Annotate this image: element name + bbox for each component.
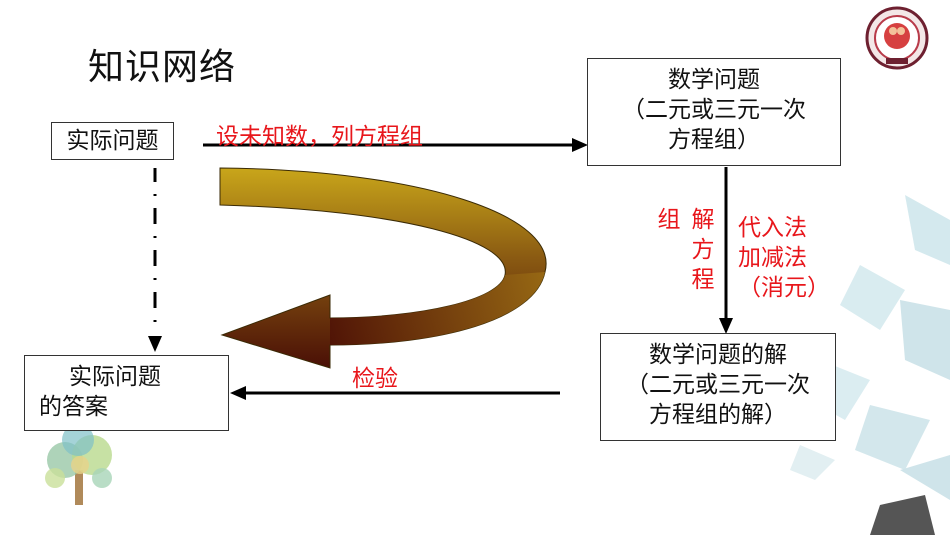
actual-answer-line2: 的答案 — [39, 394, 108, 420]
math-solution-line2: （二元或三元一次 — [626, 372, 810, 398]
solve-char: 方 — [691, 237, 715, 263]
solve-label-col2: 解 方 程 — [690, 205, 716, 295]
actual-answer-box: 实际问题 的答案 — [24, 355, 229, 431]
solve-label-col1: 组 — [656, 205, 682, 235]
page-title: 知识网络 — [88, 47, 237, 88]
set-unknowns-label: 设未知数，列方程组 — [216, 124, 423, 150]
math-problem-line2: （二元或三元一次 — [622, 97, 806, 123]
solve-char: 解 — [691, 207, 715, 233]
logo-badge — [865, 6, 929, 70]
tree-icon — [45, 424, 112, 505]
math-problem-line3: 方程组） — [668, 127, 760, 153]
verify-label: 检验 — [352, 366, 398, 392]
math-solution-line1: 数学问题的解 — [649, 342, 787, 368]
math-problem-box: 数学问题 （二元或三元一次 方程组） — [587, 58, 841, 166]
curved-return-arrow — [219, 167, 547, 369]
actual-answer-line1: 实际问题 — [69, 364, 161, 390]
dashed-link-arrowhead — [148, 336, 162, 352]
solve-char: 组 — [657, 207, 681, 233]
method-note: （消元） — [738, 275, 830, 301]
math-solution-box: 数学问题的解 （二元或三元一次 方程组的解） — [600, 333, 836, 441]
solve-char: 程 — [691, 267, 715, 293]
arrow-to-math-solution — [719, 167, 733, 334]
actual-problem-label: 实际问题 — [66, 128, 159, 154]
method-elimination: 加减法 — [738, 245, 807, 271]
actual-problem-box: 实际问题 — [51, 122, 174, 160]
arrow-to-actual-answer — [230, 386, 560, 400]
math-solution-line3: 方程组的解） — [649, 402, 787, 428]
methods-label: 代入法 加减法 （消元） — [738, 213, 830, 303]
arrow-to-math-problem — [203, 138, 588, 152]
method-substitution: 代入法 — [738, 215, 807, 241]
math-problem-line1: 数学问题 — [668, 67, 760, 93]
